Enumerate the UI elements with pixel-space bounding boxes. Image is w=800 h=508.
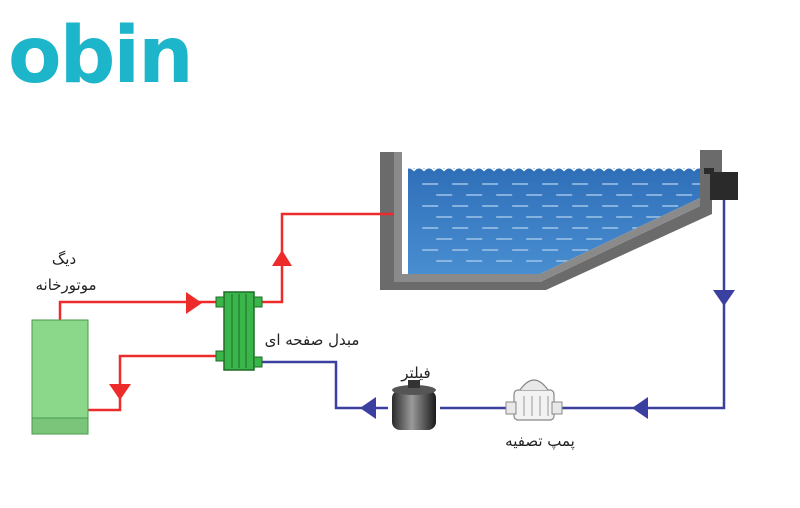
water-surface xyxy=(403,166,705,172)
arrow-down xyxy=(713,290,735,306)
pool-water xyxy=(408,168,700,274)
arrow-up xyxy=(272,250,292,266)
logo: obin xyxy=(8,11,194,101)
engine-room-label: موتورخانه xyxy=(35,276,96,294)
heat-exchanger-label: مبدل صفحه ای xyxy=(265,331,360,349)
pool xyxy=(380,150,738,290)
logo-text: obin xyxy=(8,11,192,101)
pump-icon xyxy=(505,379,563,421)
cold-flow-arrows xyxy=(360,290,735,419)
arrow-right xyxy=(186,292,202,314)
pump-label: پمپ تصفیه xyxy=(505,432,575,451)
arrow-down xyxy=(109,384,131,400)
boiler-icon xyxy=(31,319,89,435)
arrow-left xyxy=(360,397,376,419)
filter-tank-icon xyxy=(392,380,436,430)
skimmer xyxy=(710,172,738,200)
filter-label: فیلتر xyxy=(400,364,430,382)
plate-heat-exchanger-icon xyxy=(215,291,263,371)
hot-flow-arrows xyxy=(109,250,292,400)
arrow-left xyxy=(632,397,648,419)
boiler-label: دیگ xyxy=(52,250,76,268)
